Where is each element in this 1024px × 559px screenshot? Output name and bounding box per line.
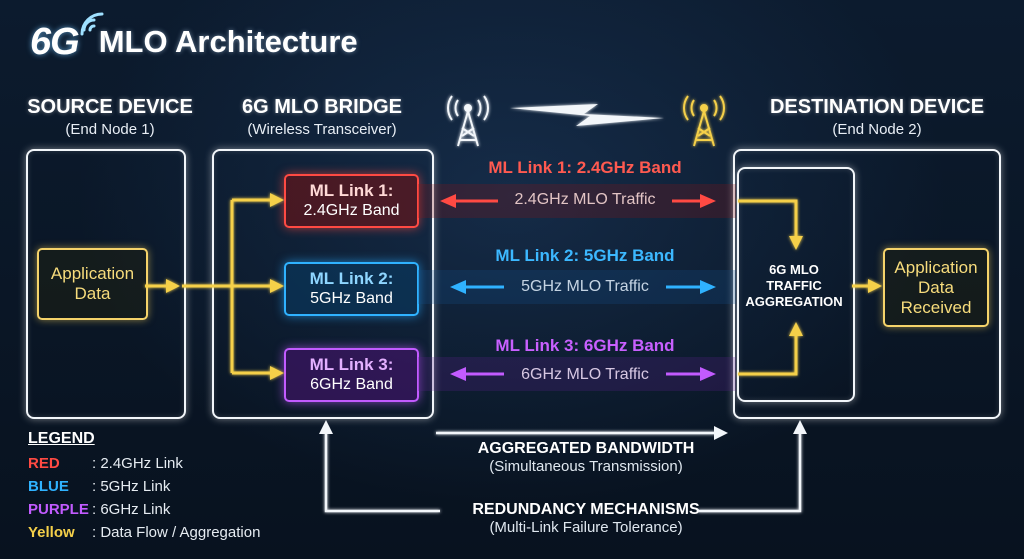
legend-item-blue: BLUE : 5GHz Link [28,475,298,498]
source-header: SOURCE DEVICE (End Node 1) [20,96,200,138]
aggregation-label: 6G MLO TRAFFIC AGGREGATION [740,262,848,310]
ml-link-1-name: ML Link 1: [309,181,394,200]
redundancy-heading: REDUNDANCY MECHANISMS [472,501,700,518]
legend-key-red: RED [28,455,60,472]
legend-desc-blue: : 5GHz Link [92,478,171,495]
aggregated-bandwidth-label: AGGREGATED BANDWIDTH (Simultaneous Trans… [436,440,736,475]
bridge-heading: 6G MLO BRIDGE [241,96,402,118]
band-title-1: ML Link 1: 2.4GHz Band [488,158,682,177]
antenna-tower-icon [447,95,489,147]
source-subheading: (End Node 1) [65,121,155,138]
bridge-frame [212,149,434,419]
legend-item-yellow: Yellow : Data Flow / Aggregation [28,521,298,544]
red-link-pipe [418,183,736,219]
title-bar: 6G MLO Architecture [30,12,358,70]
page-title: MLO Architecture [98,24,358,59]
yellow-arrowheads-aggregation [789,236,882,336]
legend-desc-purple: : 6GHz Link [92,501,171,518]
destination-device-frame [733,149,1001,419]
legend: LEGEND RED : 2.4GHz Link BLUE : 5GHz Lin… [28,430,298,544]
ml-link-2-band: 5GHz Band [310,290,393,307]
redundancy-subheading: (Multi-Link Failure Tolerance) [489,519,683,536]
blue-link-pipe [418,269,736,305]
white-arrowheads [319,420,807,440]
ml-link-1-band: 2.4GHz Band [303,202,400,219]
legend-key-yellow: Yellow [28,524,75,541]
ml-link-3-box: ML Link 3: 6GHz Band [284,348,419,402]
bridge-header: 6G MLO BRIDGE (Wireless Transceiver) [212,96,432,138]
destination-heading: DESTINATION DEVICE [769,96,985,118]
source-device-frame [26,149,186,419]
traffic-label-3: 6GHz MLO Traffic [500,366,670,384]
bridge-subheading: (Wireless Transceiver) [247,121,397,138]
legend-key-blue: BLUE [28,478,69,495]
source-heading: SOURCE DEVICE [27,96,193,118]
destination-application-data-box: Application Data Received [883,248,989,327]
destination-header: DESTINATION DEVICE (End Node 2) [752,96,1002,138]
source-box-line-1: Application [50,264,135,283]
traffic-label-1: 2.4GHz MLO Traffic [500,191,670,209]
legend-desc-red: : 2.4GHz Link [92,455,183,472]
ml-link-3-band: 6GHz Band [310,376,393,393]
legend-title: LEGEND [28,430,95,447]
yellow-arrowheads-source [166,193,284,380]
aggregation-line-3: AGGREGATION [745,294,843,309]
dest-box-line-3: Received [900,297,972,317]
aggregated-subheading: (Simultaneous Transmission) [489,458,683,475]
yellow-aggregation-flow [738,199,870,376]
redundancy-label: REDUNDANCY MECHANISMS (Multi-Link Failur… [436,501,736,536]
ml-link-3-name: ML Link 3: [309,355,394,374]
6g-logo: 6G [30,20,80,63]
source-box-line-2: Data [74,284,111,303]
traffic-label-2: 5GHz MLO Traffic [500,278,670,296]
dest-box-line-2: Data [918,277,954,297]
legend-key-purple: PURPLE [28,501,89,518]
ml-link-2-name: ML Link 2: [309,269,394,288]
legend-item-red: RED : 2.4GHz Link [28,452,298,475]
band-title-3: ML Link 3: 6GHz Band [495,336,675,355]
destination-subheading: (End Node 2) [832,121,922,138]
dest-box-line-1: Application [894,257,978,277]
signal-waves-icon [80,12,104,36]
band-title-2: ML Link 2: 5GHz Band [495,246,675,265]
ml-link-2-box: ML Link 2: 5GHz Band [284,262,419,316]
ml-link-1-box: ML Link 1: 2.4GHz Band [284,174,419,228]
purple-link-pipe [418,356,736,392]
lightning-bolt-icon [510,104,664,126]
white-bottom-arrows [324,431,802,513]
legend-desc-yellow: : Data Flow / Aggregation [92,524,261,541]
yellow-flow-source [145,198,272,375]
aggregation-line-2: TRAFFIC [766,278,822,293]
legend-item-purple: PURPLE : 6GHz Link [28,498,298,521]
aggregation-line-1: 6G MLO [769,262,819,277]
antenna-tower-icon [683,95,725,147]
source-application-data-box: Application Data [37,248,148,320]
aggregated-heading: AGGREGATED BANDWIDTH [477,440,695,457]
